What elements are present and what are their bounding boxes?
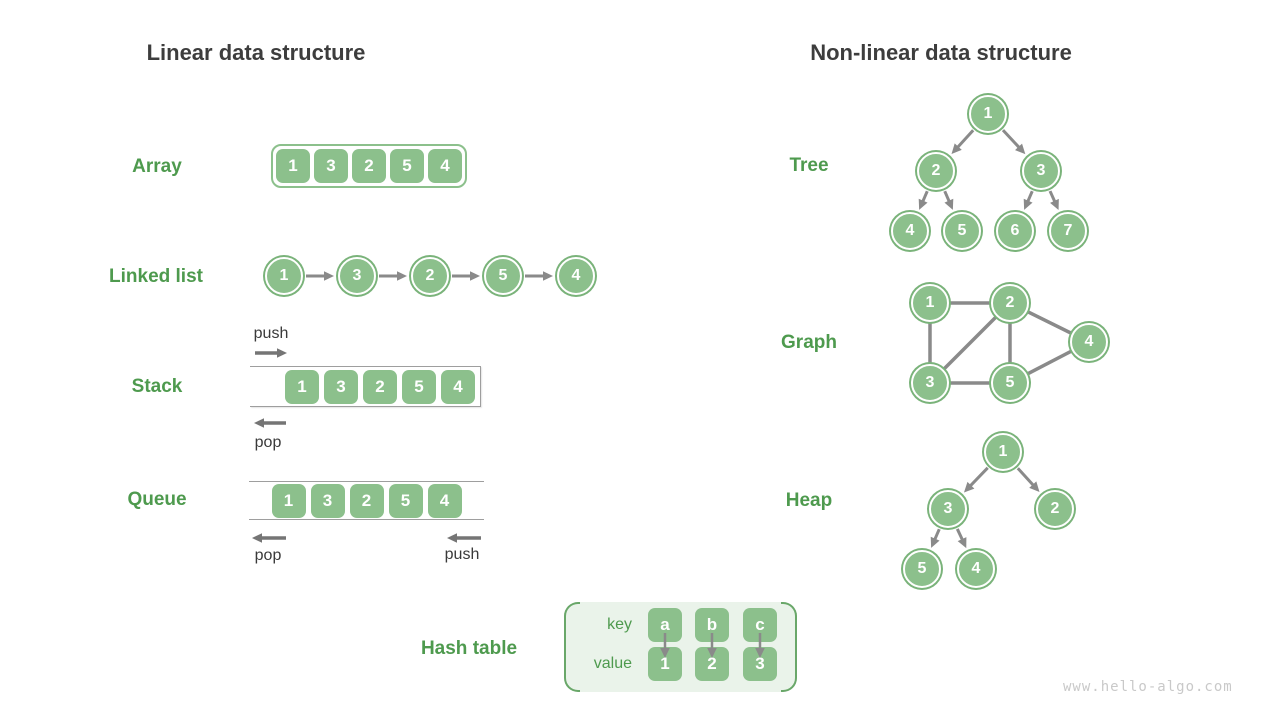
- hash-left-bracket: [564, 602, 580, 692]
- heap-node: 3: [929, 490, 967, 528]
- arrow-head: [470, 271, 480, 281]
- arrow-head: [957, 537, 967, 549]
- hash-key-cell: b: [695, 608, 729, 642]
- array-cell: 4: [428, 149, 462, 183]
- queue-cell: 3: [310, 483, 345, 518]
- hash-value-cell: 2: [695, 647, 729, 681]
- linked-list-node: 4: [557, 257, 595, 295]
- queue-container: 1 3 2 5 4: [249, 481, 484, 520]
- queue-pop-label: pop: [254, 547, 282, 564]
- hash-table-label: Hash table: [420, 638, 518, 659]
- linked-list-node: 1: [265, 257, 303, 295]
- tree-node: 5: [943, 212, 981, 250]
- graph-node: 2: [991, 284, 1029, 322]
- tree-node: 3: [1022, 152, 1060, 190]
- stack-cell: 4: [441, 369, 475, 404]
- edge-line: [955, 528, 965, 542]
- edge-line: [920, 190, 929, 204]
- arrow-head: [254, 418, 264, 428]
- array-cell: 2: [352, 149, 386, 183]
- heap-node: 2: [1036, 490, 1074, 528]
- queue-cell: 5: [388, 483, 423, 518]
- tree-node: 7: [1049, 212, 1087, 250]
- heap-node: 4: [957, 550, 995, 588]
- watermark: www.hello-algo.com: [1063, 679, 1233, 695]
- stack-cell: 3: [324, 369, 358, 404]
- arrow-head: [277, 348, 287, 358]
- tree-label: Tree: [789, 155, 829, 176]
- tree-node: 1: [969, 95, 1007, 133]
- stack-cell: 1: [285, 369, 319, 404]
- edge-line: [968, 466, 989, 488]
- arrow-head: [951, 143, 962, 155]
- graph-label: Graph: [781, 332, 837, 353]
- queue-cell: 1: [271, 483, 306, 518]
- arrow-head: [447, 533, 457, 543]
- arrow-head: [252, 533, 262, 543]
- array-container: 1 3 2 5 4: [271, 144, 467, 188]
- hash-value-cell: 3: [743, 647, 777, 681]
- stack-cell: 2: [363, 369, 397, 404]
- hash-key-cell: c: [743, 608, 777, 642]
- queue-push-label: push: [444, 546, 480, 563]
- hash-value-cell: 1: [648, 647, 682, 681]
- array-cell: 3: [314, 149, 348, 183]
- edge-line: [1048, 190, 1057, 204]
- queue-cell: 2: [349, 483, 384, 518]
- linked-list-node: 5: [484, 257, 522, 295]
- arrow-head: [1029, 481, 1040, 493]
- edge-line: [943, 190, 952, 204]
- array-cell: 1: [276, 149, 310, 183]
- graph-node: 1: [911, 284, 949, 322]
- arrow-head: [1023, 198, 1033, 210]
- tree-node: 4: [891, 212, 929, 250]
- arrow-head: [918, 198, 928, 210]
- graph-node: 4: [1070, 323, 1108, 361]
- heap-node: 1: [984, 433, 1022, 471]
- heap-label: Heap: [785, 490, 833, 511]
- edge-line: [955, 129, 975, 150]
- arrow-head: [1050, 198, 1059, 211]
- graph-node: 3: [911, 364, 949, 402]
- stack-label: Stack: [131, 376, 183, 397]
- edge-line: [1016, 467, 1036, 488]
- arrow-head: [944, 198, 954, 210]
- hash-key-label: key: [607, 616, 632, 633]
- arrow-head: [1015, 143, 1026, 155]
- hash-value-label: value: [593, 655, 632, 672]
- hash-key-cell: a: [648, 608, 682, 642]
- queue-cell: 4: [427, 483, 462, 518]
- nonlinear-section-title: Non-linear data structure: [810, 40, 1072, 65]
- hash-right-bracket: [781, 602, 797, 692]
- queue-label: Queue: [127, 489, 187, 510]
- arrow-head: [324, 271, 334, 281]
- linked-list-node: 2: [411, 257, 449, 295]
- arrow-head: [930, 536, 940, 548]
- edge-line: [1025, 190, 1034, 204]
- heap-node: 5: [903, 550, 941, 588]
- stack-cell: 5: [402, 369, 436, 404]
- linear-section-title: Linear data structure: [146, 40, 366, 65]
- edge-line: [932, 528, 941, 542]
- linked-list-node: 3: [338, 257, 376, 295]
- arrow-head: [543, 271, 553, 281]
- linked-list-label: Linked list: [109, 266, 203, 287]
- arrow-head: [397, 271, 407, 281]
- tree-node: 6: [996, 212, 1034, 250]
- arrow-head: [963, 481, 975, 493]
- array-label: Array: [132, 156, 182, 177]
- array-cell: 5: [390, 149, 424, 183]
- tree-node: 2: [917, 152, 955, 190]
- stack-push-label: push: [253, 325, 289, 342]
- stack-container: 1 3 2 5 4: [250, 366, 481, 407]
- stack-pop-label: pop: [254, 434, 282, 451]
- edge-line: [1001, 129, 1021, 150]
- graph-node: 5: [991, 364, 1029, 402]
